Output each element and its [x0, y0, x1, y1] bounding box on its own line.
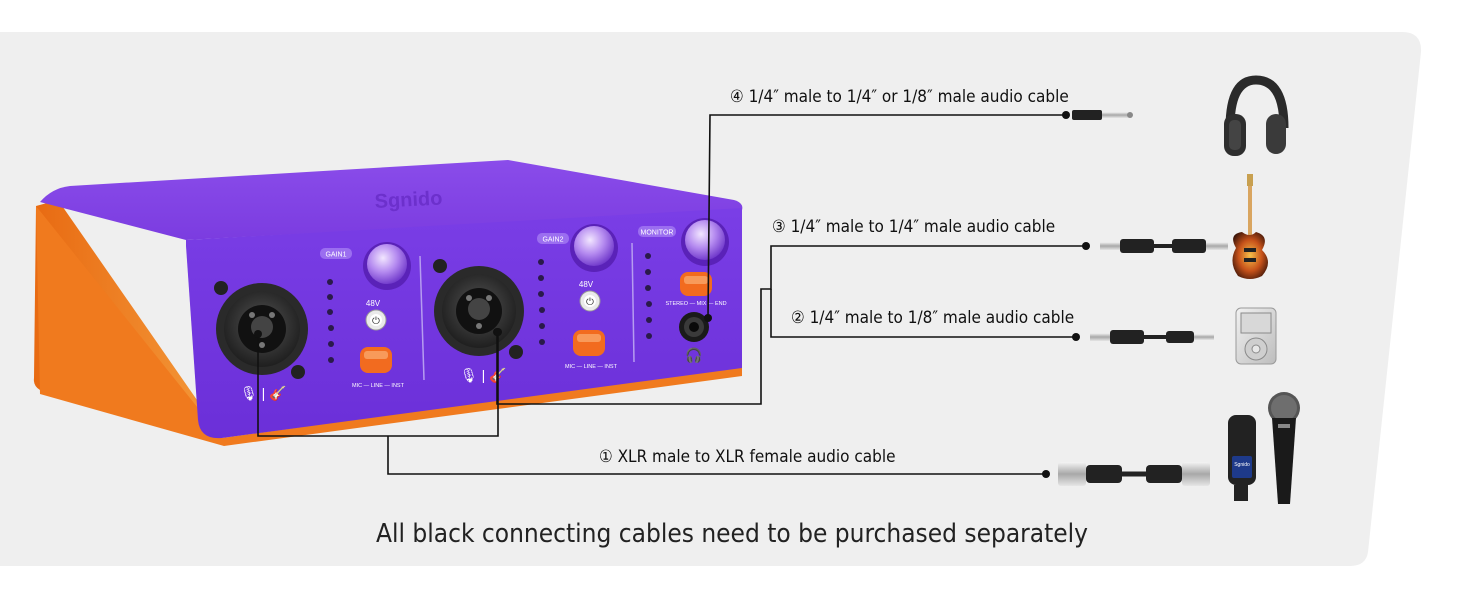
cable-text-2: 1/4″ male to 1/8″ male audio cable [809, 308, 1075, 328]
input-type-icons-1: 🎙 | 🎸 [240, 385, 287, 402]
input-type-icons-2: 🎙 | 🎸 [460, 367, 507, 384]
cable-label-4: ④ 1/4″ male to 1/4″ or 1/8″ male audio c… [730, 87, 1069, 107]
phantom-power-button-1[interactable]: ⏻ [365, 309, 387, 331]
cable-label-3: ③ 1/4″ male to 1/4″ male audio cable [772, 217, 1055, 237]
line-mic-feed [387, 436, 1046, 475]
cable-label-2: ② 1/4″ male to 1/8″ male audio cable [791, 308, 1074, 328]
headphone-icon: 🎧 [685, 347, 702, 364]
power-icon: ⏻ [372, 316, 380, 327]
line-mp3 [770, 289, 1076, 338]
mode-switch-1[interactable] [360, 347, 392, 373]
power-icon: ⏻ [586, 297, 594, 308]
line-mic [257, 332, 499, 437]
combo-input-jack-1[interactable] [214, 281, 308, 379]
gain-knob-1[interactable] [363, 242, 411, 290]
cable-number-4: ④ [730, 87, 744, 107]
cable-text-3: 1/4″ male to 1/4″ male audio cable [790, 217, 1056, 237]
quarter-inch-cable [1100, 239, 1228, 253]
headphone-output-jack[interactable] [679, 312, 709, 342]
quarter-to-eighth-cable [1090, 330, 1214, 344]
line-guitar [496, 245, 1086, 405]
gain2-label: GAIN2 [542, 237, 563, 244]
cable-number-3: ③ [772, 217, 786, 237]
line-headphones [707, 114, 1066, 319]
monitor-label: MONITOR [641, 230, 674, 237]
cable-number-1: ① [599, 447, 613, 467]
headphones-icon [1224, 75, 1289, 156]
headphone-cable [1072, 110, 1133, 120]
phantom-power-button-2[interactable]: ⏻ [579, 290, 601, 312]
interface-brand-emboss: Sgnido [374, 187, 443, 213]
gain-knob-2[interactable] [570, 224, 618, 272]
purchase-note: All black connecting cables need to be p… [375, 519, 1089, 549]
monitor-knob[interactable] [681, 218, 729, 266]
cable-text-4: 1/4″ male to 1/4″ or 1/8″ male audio cab… [748, 87, 1069, 107]
mode-switch-2-label: MIC — LINE — INST [565, 364, 618, 370]
condenser-microphone-icon: Sgnido [1228, 415, 1256, 501]
mode-switch-1-label: MIC — LINE — INST [352, 383, 405, 389]
electric-guitar-icon [1232, 174, 1268, 279]
gain1-label: GAIN1 [325, 252, 346, 259]
phantom-power-label-1: 48V [366, 299, 381, 308]
level-meter-monitor [645, 253, 652, 339]
mic-brand-label: Sgnido [1234, 462, 1250, 468]
monitor-switch-label: STEREO — MIX — END [665, 301, 726, 307]
cable-text-1: XLR male to XLR female audio cable [617, 447, 896, 467]
cable-label-1: ① XLR male to XLR female audio cable [599, 447, 896, 467]
phantom-power-label-2: 48V [579, 280, 594, 289]
connection-lines [257, 114, 1086, 475]
xlr-cable [1058, 462, 1210, 486]
dynamic-microphone-icon [1268, 392, 1300, 504]
level-meter-1 [327, 279, 334, 363]
cable-number-2: ② [791, 308, 805, 328]
level-meter-2 [538, 259, 545, 345]
mode-switch-2[interactable] [573, 330, 605, 356]
mp3-player-icon [1235, 307, 1277, 365]
interface-top [40, 160, 743, 240]
